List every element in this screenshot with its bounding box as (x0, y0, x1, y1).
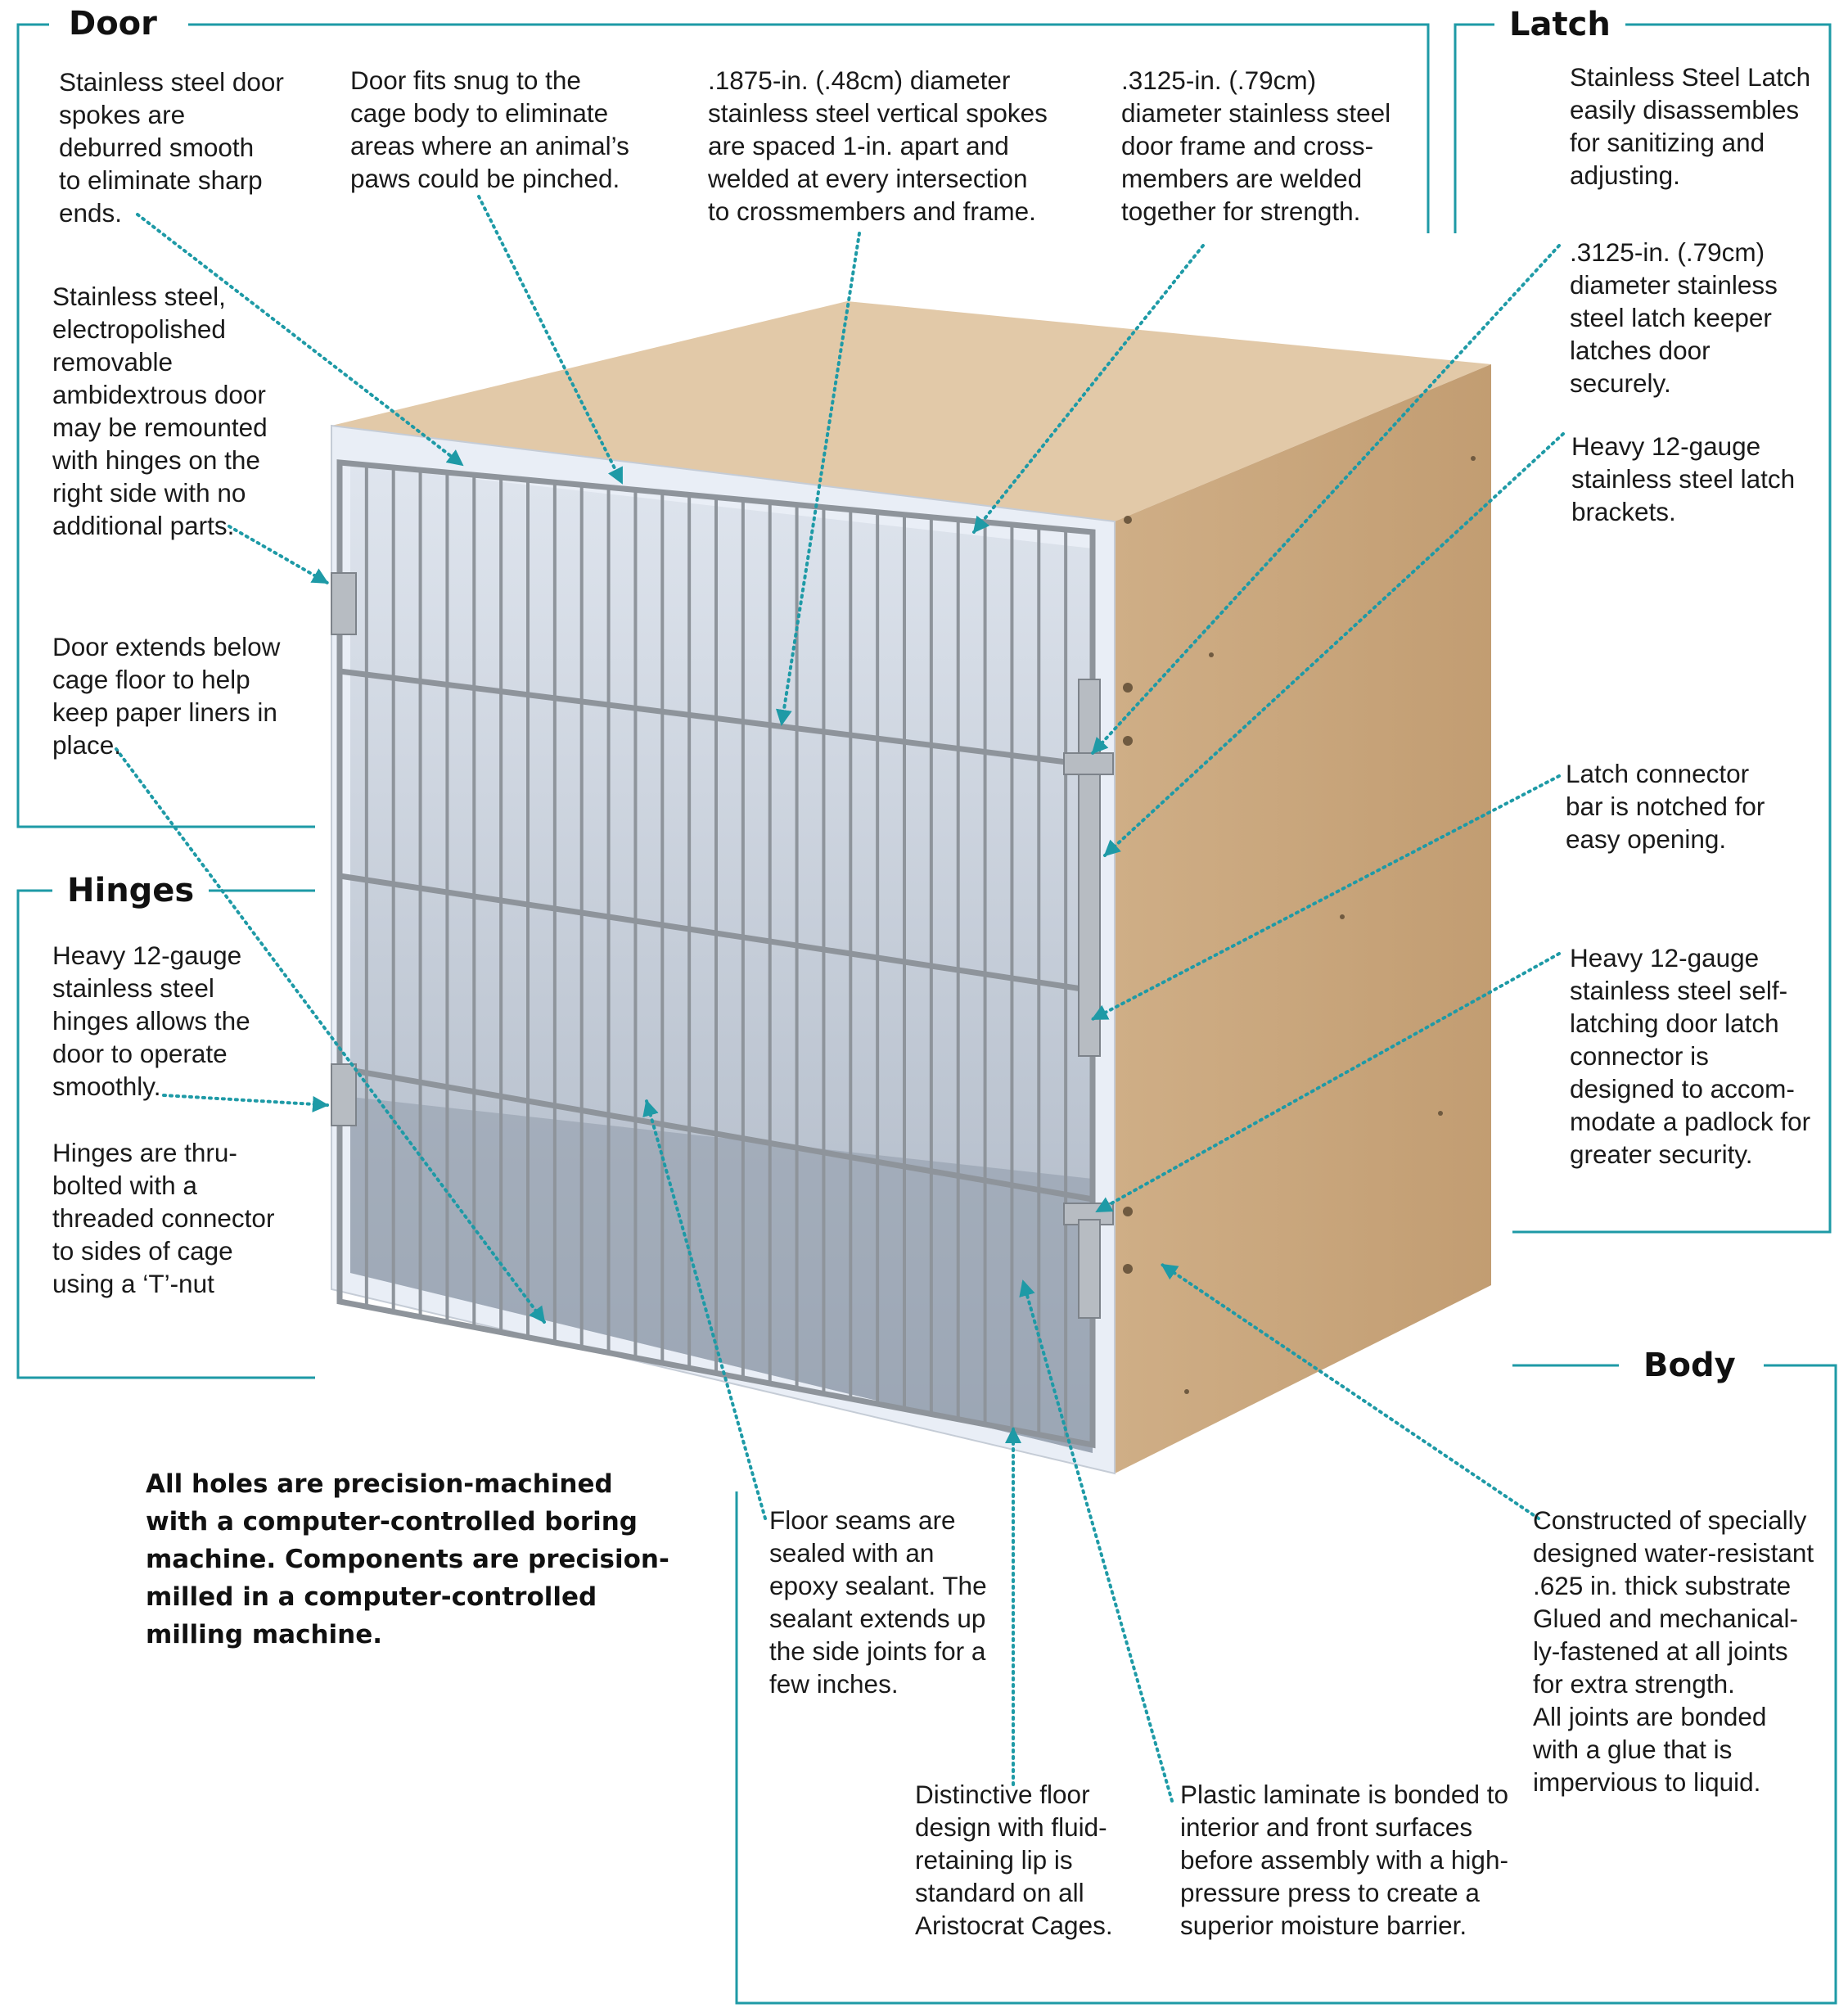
latch-assembly (1063, 679, 1114, 1319)
latch-note-disassembles: Stainless Steel Latch easily disassemble… (1570, 62, 1811, 190)
callout-door-extends (115, 747, 546, 1324)
cage-door-grille (331, 459, 1114, 1449)
cage-interior-floor (350, 1097, 1093, 1453)
precision-machining-note: All holes are precision-machined with a … (146, 1469, 669, 1649)
latch-note-brackets: Heavy 12-gauge stainless steel latch bra… (1571, 431, 1796, 526)
cage-side-panel (1115, 364, 1491, 1473)
callout-vertical-spokes (775, 232, 861, 726)
door-note-extends-below: Door extends below cage floor to help ke… (52, 632, 281, 760)
door-note-vertical-spokes: .1875-in. (.48cm) diameter stainless ste… (708, 65, 1048, 226)
callout-door-fits-snug (477, 195, 624, 485)
door-note-frame-diameter: .3125-in. (.79cm) diameter stainless ste… (1121, 65, 1391, 226)
door-crossmembers (339, 668, 1093, 1203)
body-note-substrate: Constructed of specially designed water-… (1533, 1505, 1814, 1797)
door-note-ambidextrous: Stainless steel, electropolished removab… (52, 282, 268, 540)
latch-heading: Latch (1494, 6, 1625, 43)
section-frame-rules (16, 23, 1837, 2005)
door-note-fits-snug: Door fits snug to the cage body to elimi… (350, 65, 629, 193)
latch-note-self-latching: Heavy 12-gauge stainless steel self- lat… (1570, 943, 1811, 1169)
latch-note-connector-bar: Latch connector bar is notched for easy … (1566, 759, 1765, 854)
hinges-heading: Hinges (52, 872, 210, 909)
callout-ambidextrous-door (228, 525, 329, 584)
floor-note-seams: Floor seams are sealed with an epoxy sea… (769, 1505, 987, 1699)
floor-note-lip: Distinctive floor design with fluid- ret… (915, 1780, 1113, 1940)
hinges (331, 572, 357, 1126)
latch-note-keeper: .3125-in. (.79cm) diameter stainless ste… (1570, 237, 1778, 398)
door-note-spokes-deburred: Stainless steel door spokes are deburred… (59, 67, 284, 228)
cage-top-panel (331, 301, 1491, 521)
callout-plastic-laminate (1019, 1279, 1174, 1803)
hinges-note-smooth: Heavy 12-gauge stainless steel hinges al… (52, 941, 250, 1101)
callout-body-substrate (1161, 1263, 1540, 1520)
body-heading: Body (1629, 1347, 1751, 1384)
callout-spokes-deburred (136, 213, 464, 467)
callout-floor-seams (642, 1099, 767, 1520)
hinges-note-thru-bolted: Hinges are thru- bolted with a threaded … (52, 1138, 275, 1298)
callout-latch-brackets (1103, 432, 1565, 857)
callout-latch-connector-bar (1091, 774, 1561, 1021)
callout-leader-lines (115, 195, 1565, 1803)
callout-door-frame (972, 244, 1205, 534)
callout-hinges-smooth (162, 1094, 329, 1112)
door-heading: Door (54, 5, 172, 43)
door-frame (336, 459, 1096, 1449)
floor-note-laminate: Plastic laminate is bonded to interior a… (1180, 1780, 1508, 1940)
callout-self-latching-connector (1095, 952, 1561, 1213)
